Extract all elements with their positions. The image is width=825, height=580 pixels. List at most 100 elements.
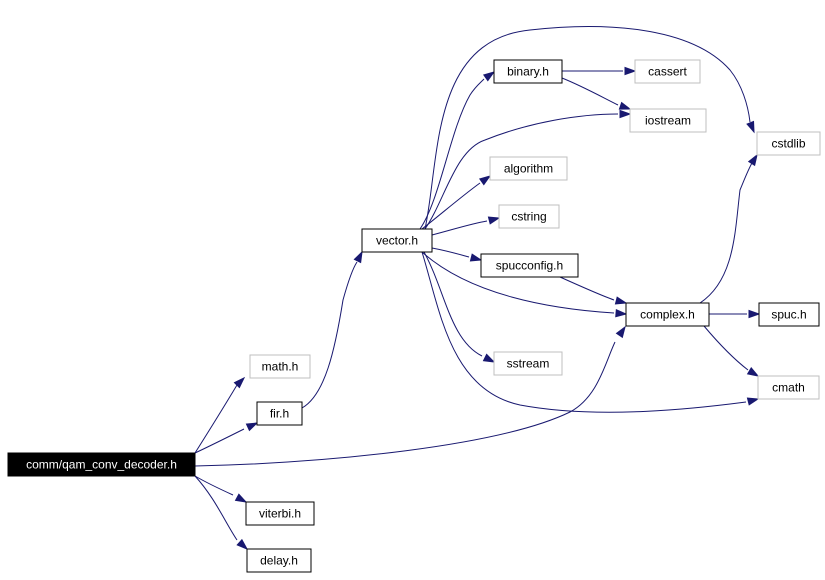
edge-arrowhead	[614, 296, 628, 305]
edge-vector-to-cstdlib	[424, 26, 755, 230]
node-label: iostream	[645, 114, 691, 128]
edge-line	[703, 325, 749, 371]
node-viterbi[interactable]: viterbi.h	[245, 501, 315, 526]
node-vector[interactable]: vector.h	[361, 228, 433, 253]
node-label: sstream	[507, 357, 550, 371]
edge-complex-to-spuc	[709, 309, 761, 319]
edge-vector-to-complex	[421, 251, 628, 318]
edge-arrowhead	[618, 101, 632, 110]
edge-arrowhead	[615, 325, 626, 339]
edge-line	[419, 78, 485, 230]
edge-root-to-delay	[194, 475, 249, 551]
node-label: cassert	[648, 65, 687, 79]
node-label: cstdlib	[771, 137, 805, 151]
node-cstdlib: cstdlib	[756, 131, 821, 156]
node-box	[489, 156, 568, 181]
edge-arrowhead	[746, 120, 755, 134]
node-label: vector.h	[376, 234, 418, 248]
node-algorithm: algorithm	[489, 156, 568, 181]
edge-vector-to-iostream	[424, 109, 632, 230]
node-box	[361, 228, 433, 253]
node-spucconfig[interactable]: spucconfig.h	[480, 253, 579, 278]
edge-arrowhead	[615, 308, 628, 318]
edge-line	[194, 384, 238, 454]
node-complex[interactable]: complex.h	[625, 302, 710, 327]
edge-arrowhead	[748, 309, 761, 319]
node-box	[245, 501, 315, 526]
edge-line	[194, 475, 238, 541]
node-box	[7, 452, 196, 477]
node-spuc[interactable]: spuc.h	[758, 302, 820, 327]
node-label: cmath	[772, 381, 805, 395]
edge-line	[424, 26, 751, 230]
edge-root-to-fir	[194, 422, 259, 454]
node-fir[interactable]: fir.h	[256, 401, 303, 426]
edge-line	[194, 341, 616, 467]
nodes-layer: comm/qam_conv_decoder.h math.h fir.h viterb…	[7, 59, 821, 573]
edge-arrowhead	[233, 376, 246, 389]
node-cstring: cstring	[498, 204, 560, 229]
node-box	[493, 351, 563, 376]
node-sstream: sstream	[493, 351, 563, 376]
edge-line	[421, 251, 615, 314]
node-root[interactable]: comm/qam_conv_decoder.h	[7, 452, 196, 477]
node-box	[246, 548, 312, 573]
node-box	[758, 302, 820, 327]
node-box	[757, 375, 820, 400]
edge-line	[421, 251, 747, 413]
node-label: delay.h	[260, 554, 298, 568]
edge-arrowhead	[236, 538, 249, 551]
edge-arrowhead	[747, 153, 758, 167]
node-label: complex.h	[640, 308, 695, 322]
node-label: binary.h	[507, 65, 549, 79]
edge-line	[421, 182, 481, 230]
node-delay[interactable]: delay.h	[246, 548, 312, 573]
node-label: fir.h	[270, 407, 289, 421]
node-label: viterbi.h	[259, 507, 301, 521]
node-box	[756, 131, 821, 156]
edge-line	[423, 251, 483, 357]
node-binary[interactable]: binary.h	[493, 59, 563, 84]
edge-arrowhead	[624, 66, 637, 76]
edge-complex-to-cstdlib	[699, 153, 758, 304]
node-box	[634, 59, 701, 84]
edge-arrowhead	[234, 493, 248, 503]
edge-root-to-complex	[194, 325, 626, 467]
edge-vector-to-spucconfig	[431, 247, 483, 262]
edge-vector-to-sstream	[423, 251, 496, 363]
edge-vector-to-binary	[419, 71, 496, 230]
node-math: math.h	[249, 354, 311, 379]
node-label: comm/qam_conv_decoder.h	[26, 458, 177, 472]
edge-vector-to-cstring	[431, 216, 501, 236]
edge-arrowhead	[353, 250, 363, 264]
edge-fir-to-vector	[301, 250, 363, 409]
node-label: spucconfig.h	[496, 259, 563, 273]
edge-line	[431, 247, 470, 258]
edge-arrowhead	[619, 109, 632, 119]
node-box	[625, 302, 710, 327]
edge-line	[424, 113, 619, 230]
node-box	[480, 253, 579, 278]
edge-line	[194, 428, 245, 454]
node-box	[629, 108, 707, 133]
node-box	[256, 401, 303, 426]
edge-vector-to-algorithm	[421, 175, 492, 230]
edge-binary-to-iostream	[561, 77, 632, 110]
node-cassert: cassert	[634, 59, 701, 84]
node-cmath: cmath	[757, 375, 820, 400]
edge-binary-to-cassert	[562, 66, 637, 76]
edge-line	[699, 162, 753, 304]
node-box	[493, 59, 563, 84]
edge-line	[431, 220, 488, 236]
node-iostream: iostream	[629, 108, 707, 133]
node-label: cstring	[511, 210, 546, 224]
node-label: spuc.h	[771, 308, 806, 322]
edge-arrowhead	[487, 216, 501, 225]
edge-arrowhead	[482, 71, 496, 82]
edge-root-to-math	[194, 376, 246, 454]
node-label: algorithm	[504, 162, 553, 176]
edge-line	[301, 261, 358, 409]
edge-arrowhead	[245, 422, 259, 432]
edge-vector-to-cmath	[421, 251, 760, 413]
